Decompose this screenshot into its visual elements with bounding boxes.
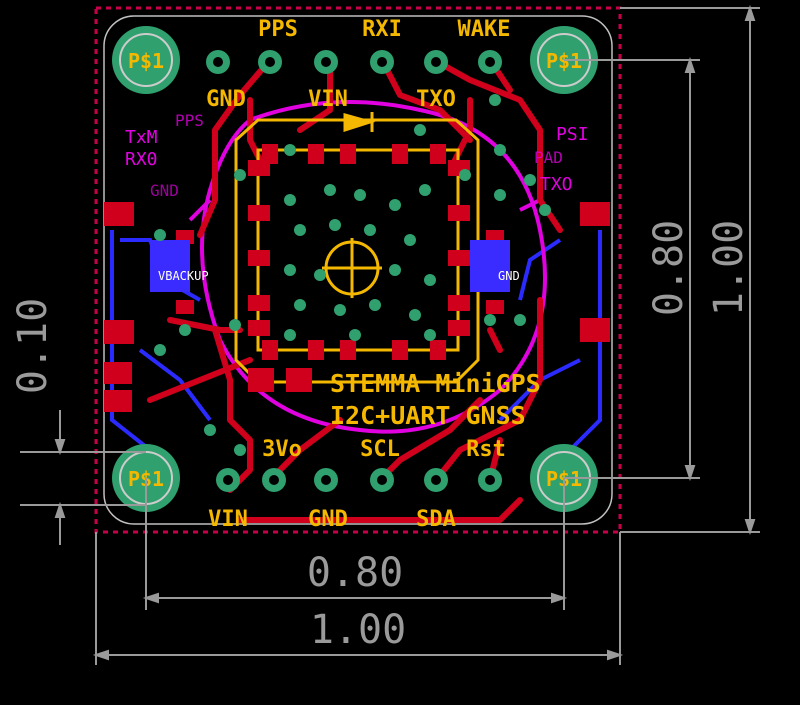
mount-label-tl: P$1 (128, 49, 164, 73)
right-label-txo: TXO (540, 174, 573, 195)
pin-label-scl: SCL (360, 437, 400, 462)
right-label-pad: PAD (534, 148, 563, 167)
pin-label-rxi: RXI (362, 17, 402, 42)
board-title-line2: I2C+UART GNSS (330, 401, 526, 430)
dim-height-outer: 1.00 (706, 220, 752, 316)
vbackup-label: VBACKUP (158, 269, 209, 283)
via-grid (154, 94, 551, 456)
dimension-lines (20, 4, 760, 665)
dim-height-inner: 0.80 (646, 220, 692, 316)
dim-width-inner: 0.80 (307, 550, 403, 596)
left-label-gnd: GND (150, 181, 179, 200)
right-label-psi: PSI (556, 124, 589, 145)
module-pads (104, 144, 610, 412)
mounting-holes (112, 26, 598, 512)
header-pins-bottom (216, 468, 502, 492)
pin-label-pps: PPS (258, 17, 298, 42)
gnd-pad-label: GND (498, 269, 520, 283)
header-pins-top (206, 50, 502, 74)
bottom-pads (150, 240, 510, 292)
pin-label-wake: WAKE (458, 17, 511, 42)
pin-label-3vo: 3Vo (262, 437, 302, 462)
board-edge (103, 15, 613, 525)
pin-label-sda: SDA (416, 507, 456, 532)
pin-label-gnd-bottom: GND (308, 507, 348, 532)
board-title-line1: STEMMA MiniGPS (330, 369, 541, 398)
pin-label-rst: Rst (466, 437, 506, 462)
pin-label-txo: TXO (416, 87, 456, 112)
left-label-pps: PPS (175, 111, 204, 130)
board-outline (94, 6, 622, 534)
dim-offset: 0.10 (10, 298, 56, 394)
left-label-txm: TxM (125, 127, 158, 148)
pin-label-gnd-top: GND (206, 87, 246, 112)
left-label-rx0: RX0 (125, 149, 158, 170)
pin-label-vin-bottom: VIN (208, 507, 248, 532)
dim-width-outer: 1.00 (310, 607, 406, 653)
pin-label-vin-top: VIN (308, 87, 348, 112)
